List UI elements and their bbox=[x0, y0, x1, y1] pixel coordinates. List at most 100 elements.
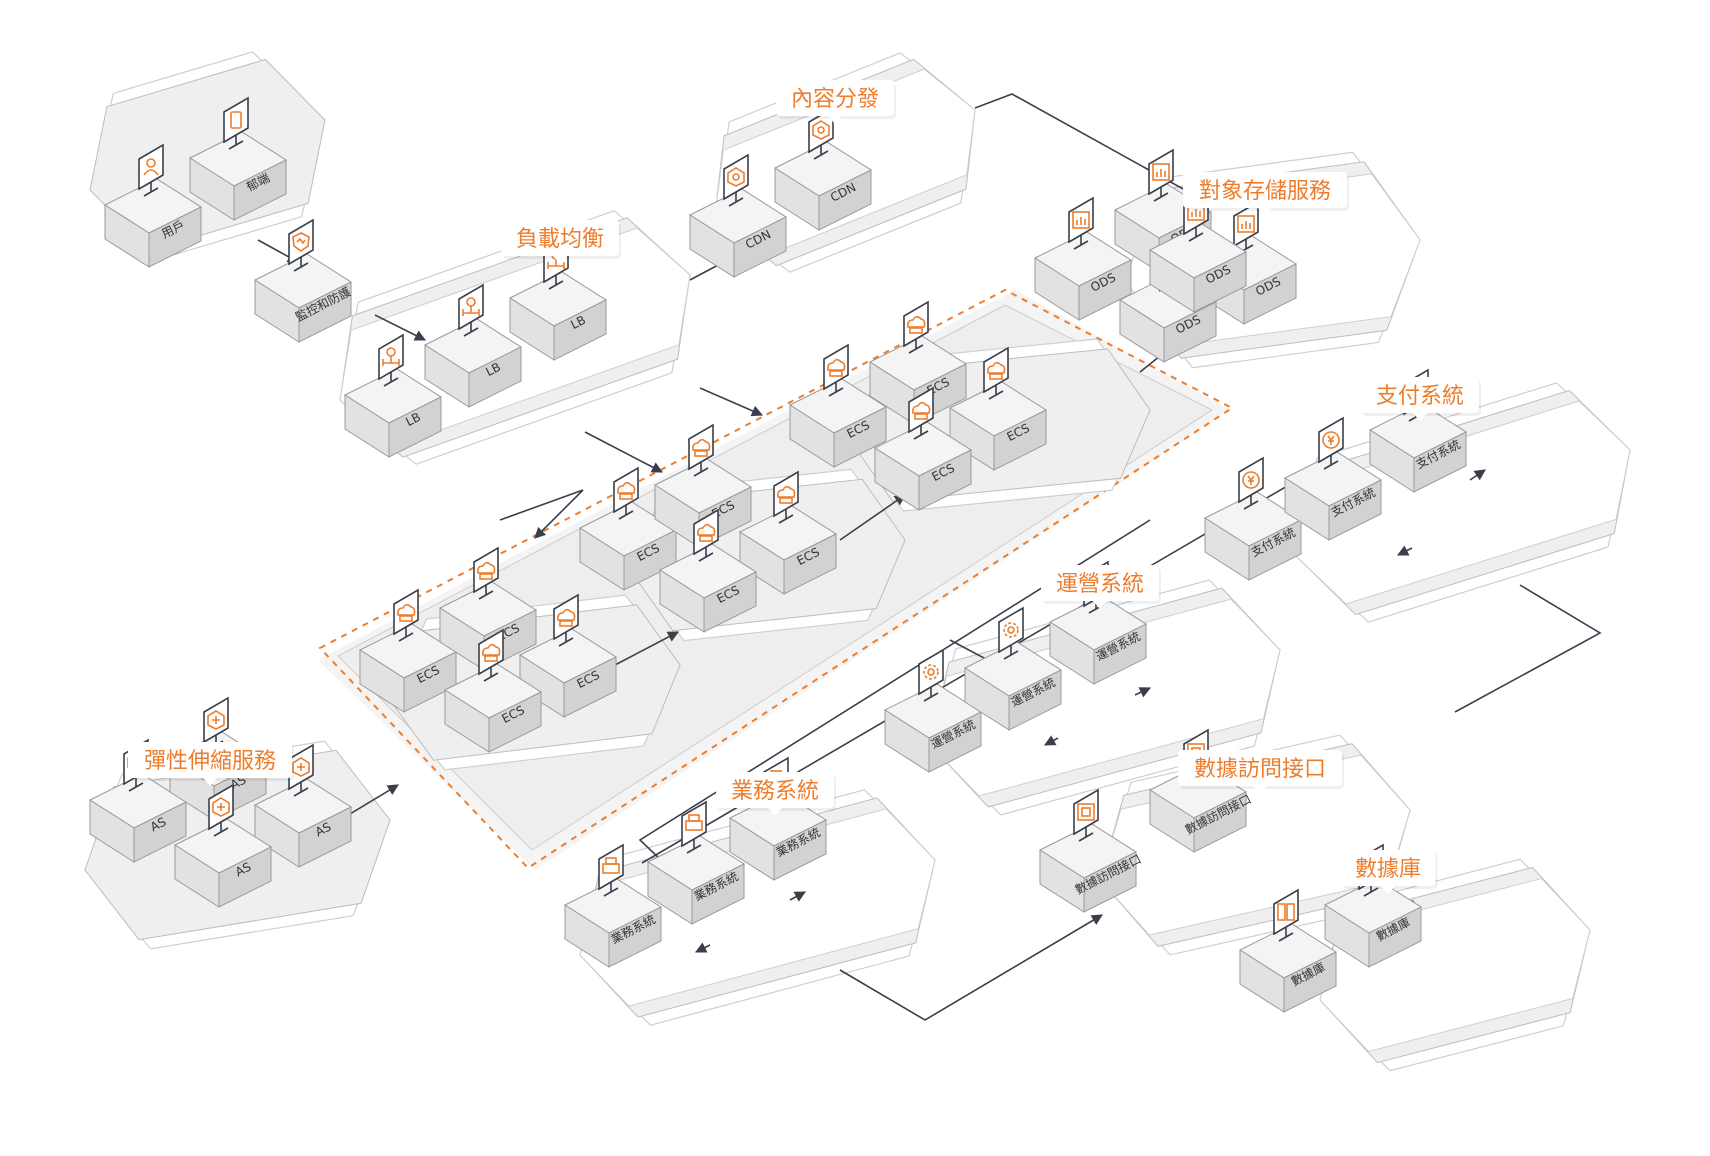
monitor-server-1[interactable]: 監控和防護 bbox=[253, 218, 353, 343]
storage-icon bbox=[1072, 211, 1090, 229]
callout-layer: 負載均衡內容分發對象存儲服務彈性伸縮服務支付系統運營系統業務系統數據訪問接口數據… bbox=[128, 80, 1481, 894]
cloud-server-icon bbox=[692, 438, 711, 457]
edge-ops-internal-2 bbox=[1134, 687, 1152, 698]
monitor bbox=[458, 283, 484, 337]
oss-server-1[interactable]: ODS bbox=[1033, 196, 1133, 321]
shield-icon bbox=[292, 232, 310, 252]
gear-icon bbox=[923, 664, 939, 680]
as-server-4[interactable]: AS bbox=[173, 783, 273, 908]
zone-biz bbox=[579, 789, 936, 1026]
cloud-server-icon bbox=[777, 485, 796, 504]
cloud-server-icon bbox=[557, 608, 576, 627]
monitor bbox=[478, 628, 504, 682]
server-label: AS bbox=[148, 815, 168, 835]
ecs_b-server-3[interactable]: ECS bbox=[738, 470, 838, 595]
monitor bbox=[553, 593, 579, 647]
api-icon bbox=[1077, 803, 1095, 821]
ops-server-1[interactable]: 運營系統 bbox=[883, 648, 983, 773]
edge-lb-to-ecs-zone bbox=[699, 387, 764, 417]
monitor bbox=[723, 153, 749, 207]
ecs_c-server-4[interactable]: ECS bbox=[873, 386, 973, 511]
monitor bbox=[983, 346, 1009, 400]
edge-ecs-zone-to-ecs-a bbox=[499, 489, 584, 539]
callout-title: 彈性伸縮服務 bbox=[144, 749, 276, 774]
client-server-1[interactable]: 用戶 bbox=[103, 143, 203, 268]
printer-icon bbox=[602, 857, 620, 874]
callout-ops: 運營系統 bbox=[1041, 565, 1161, 609]
monitor bbox=[613, 466, 639, 520]
monitor bbox=[208, 783, 234, 837]
edge-pay-internal-2 bbox=[1469, 469, 1486, 481]
monitor bbox=[1238, 456, 1264, 510]
edge-biz-internal-1 bbox=[694, 942, 711, 953]
cloud-server-icon bbox=[477, 561, 496, 580]
biz-server-1[interactable]: 業務系統 bbox=[563, 843, 663, 968]
cdn-icon bbox=[812, 120, 830, 140]
callout-cdn: 內容分發 bbox=[776, 80, 896, 124]
callout-oss: 對象存儲服務 bbox=[1183, 172, 1349, 216]
callout-as: 彈性伸縮服務 bbox=[128, 742, 294, 786]
edge-pay-to-api bbox=[1454, 584, 1602, 713]
monitor bbox=[378, 333, 404, 387]
monitor bbox=[681, 800, 707, 854]
storage-icon bbox=[1237, 215, 1255, 233]
monitor bbox=[823, 343, 849, 397]
pay-server-1[interactable]: 支付系統 bbox=[1203, 456, 1303, 581]
cloud-server-icon bbox=[987, 361, 1006, 380]
auto-scaling-icon bbox=[212, 797, 230, 817]
ecs_a-server-4[interactable]: ECS bbox=[443, 628, 543, 753]
edge-ecs-a-to-ecs-b bbox=[614, 631, 679, 666]
callout-title: 運營系統 bbox=[1056, 572, 1144, 597]
pay-server-2[interactable]: 支付系統 bbox=[1283, 416, 1383, 541]
monitor bbox=[288, 218, 314, 272]
monitor bbox=[1273, 888, 1299, 942]
edge-pay-internal-1 bbox=[1396, 545, 1413, 556]
ecs_a-server-3[interactable]: ECS bbox=[518, 593, 618, 718]
biz-server-2[interactable]: 業務系統 bbox=[646, 800, 746, 925]
as-server-3[interactable]: AS bbox=[253, 743, 353, 868]
db-server-1[interactable]: 數據庫 bbox=[1238, 888, 1338, 1013]
cdn-server-1[interactable]: CDN bbox=[688, 153, 788, 278]
lb-server-2[interactable]: LB bbox=[423, 283, 523, 408]
load-balancer-icon bbox=[382, 347, 400, 366]
ecs_b-server-1[interactable]: ECS bbox=[578, 466, 678, 591]
edge-ops-internal-1 bbox=[1044, 735, 1059, 746]
ecs_c-server-1[interactable]: ECS bbox=[788, 343, 888, 468]
callout-title: 數據訪問接口 bbox=[1194, 757, 1326, 782]
monitor bbox=[903, 300, 929, 354]
edge-cdn-to-oss bbox=[974, 93, 1213, 206]
callout-title: 內容分發 bbox=[791, 87, 879, 112]
monitor bbox=[693, 508, 719, 562]
monitor bbox=[288, 743, 314, 797]
monitor bbox=[998, 606, 1024, 660]
server-label: AS bbox=[233, 860, 253, 880]
callout-title: 業務系統 bbox=[731, 779, 819, 804]
cloud-server-icon bbox=[827, 358, 846, 377]
server-label: LB bbox=[483, 360, 503, 379]
auto-scaling-icon bbox=[207, 710, 225, 730]
cloud-server-icon bbox=[697, 523, 716, 542]
client-server-2[interactable]: 郁端 bbox=[188, 96, 288, 221]
server-label: LB bbox=[568, 313, 588, 332]
cloud-server-icon bbox=[907, 315, 926, 334]
cdn-icon bbox=[727, 167, 745, 187]
monitor bbox=[688, 423, 714, 477]
ecs_b-server-4[interactable]: ECS bbox=[658, 508, 758, 633]
ops-server-2[interactable]: 運營系統 bbox=[963, 606, 1063, 731]
cloud-server-icon bbox=[482, 643, 501, 662]
api-server-1[interactable]: 數據訪問接口 bbox=[1038, 788, 1143, 913]
ecs_a-server-1[interactable]: ECS bbox=[358, 588, 458, 713]
monitor bbox=[1233, 200, 1259, 254]
callout-db: 數據庫 bbox=[1340, 850, 1438, 894]
ecs_c-server-3[interactable]: ECS bbox=[948, 346, 1048, 471]
printer-icon bbox=[685, 814, 703, 831]
monitor bbox=[138, 143, 164, 197]
cdn-server-2[interactable]: CDN bbox=[773, 106, 873, 231]
lb-server-1[interactable]: LB bbox=[343, 333, 443, 458]
cloud-server-icon bbox=[397, 603, 416, 622]
edge-ecs-b-to-ecs-c bbox=[839, 494, 906, 541]
monitor bbox=[598, 843, 624, 897]
monitor bbox=[1148, 148, 1174, 202]
monitor bbox=[918, 648, 944, 702]
